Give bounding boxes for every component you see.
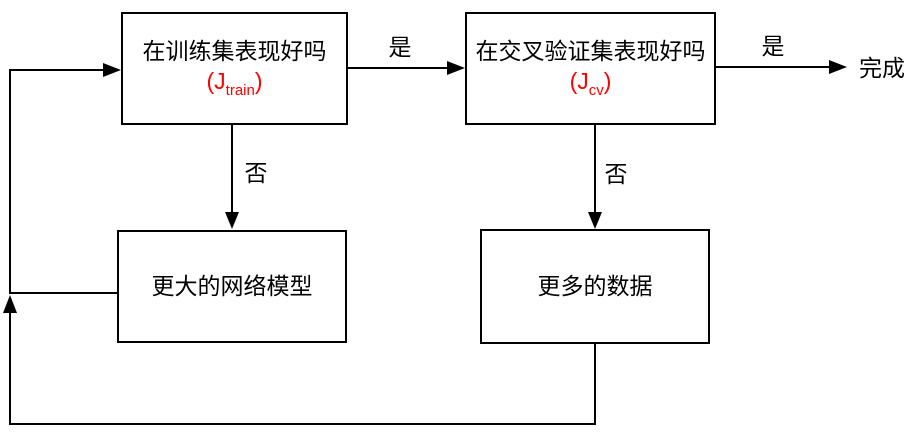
node-train-set-formula: (Jtrain) [206, 67, 262, 101]
formula-subscript: train [225, 81, 255, 99]
node-more-data-label: 更多的数据 [537, 272, 653, 299]
formula-open: (J [569, 67, 589, 94]
edge-label-no-cv: 否 [604, 161, 628, 187]
node-bigger-network: 更大的网络模型 [117, 230, 347, 343]
arrow-more-data-to-train [3, 295, 596, 425]
arrowhead-right-icon [829, 60, 847, 74]
node-cv-set-label: 在交叉验证集表现好吗 [475, 37, 706, 64]
arrowhead-up-icon [3, 295, 17, 313]
arrow-train-to-bigger-network [225, 125, 239, 229]
edge-label-yes-cv: 是 [761, 33, 785, 59]
node-cv-set-formula: (Jcv) [570, 67, 612, 101]
node-train-set-label: 在训练集表现好吗 [142, 37, 327, 64]
formula-close: ) [603, 67, 612, 94]
arrowhead-down-icon [225, 212, 239, 229]
node-train-set-question: 在训练集表现好吗 (Jtrain) [121, 12, 348, 125]
node-cv-set-question: 在交叉验证集表现好吗 (Jcv) [465, 12, 716, 125]
edge-label-yes-train: 是 [388, 34, 412, 60]
formula-subscript: cv [588, 81, 604, 99]
arrowhead-right-icon [103, 63, 121, 77]
node-bigger-network-label: 更大的网络模型 [151, 272, 313, 299]
arrowhead-right-icon [447, 61, 465, 75]
node-more-data: 更多的数据 [480, 229, 710, 344]
formula-open: (J [206, 67, 226, 94]
terminal-label-done: 完成 [859, 55, 905, 81]
arrow-cv-to-done [716, 60, 847, 74]
arrow-train-to-cv [348, 61, 465, 75]
arrow-cv-to-more-data [588, 125, 602, 229]
arrowhead-down-icon [588, 212, 602, 229]
arrow-bigger-network-to-train [9, 63, 121, 294]
edge-label-no-train: 否 [244, 160, 268, 186]
formula-close: ) [254, 67, 263, 94]
